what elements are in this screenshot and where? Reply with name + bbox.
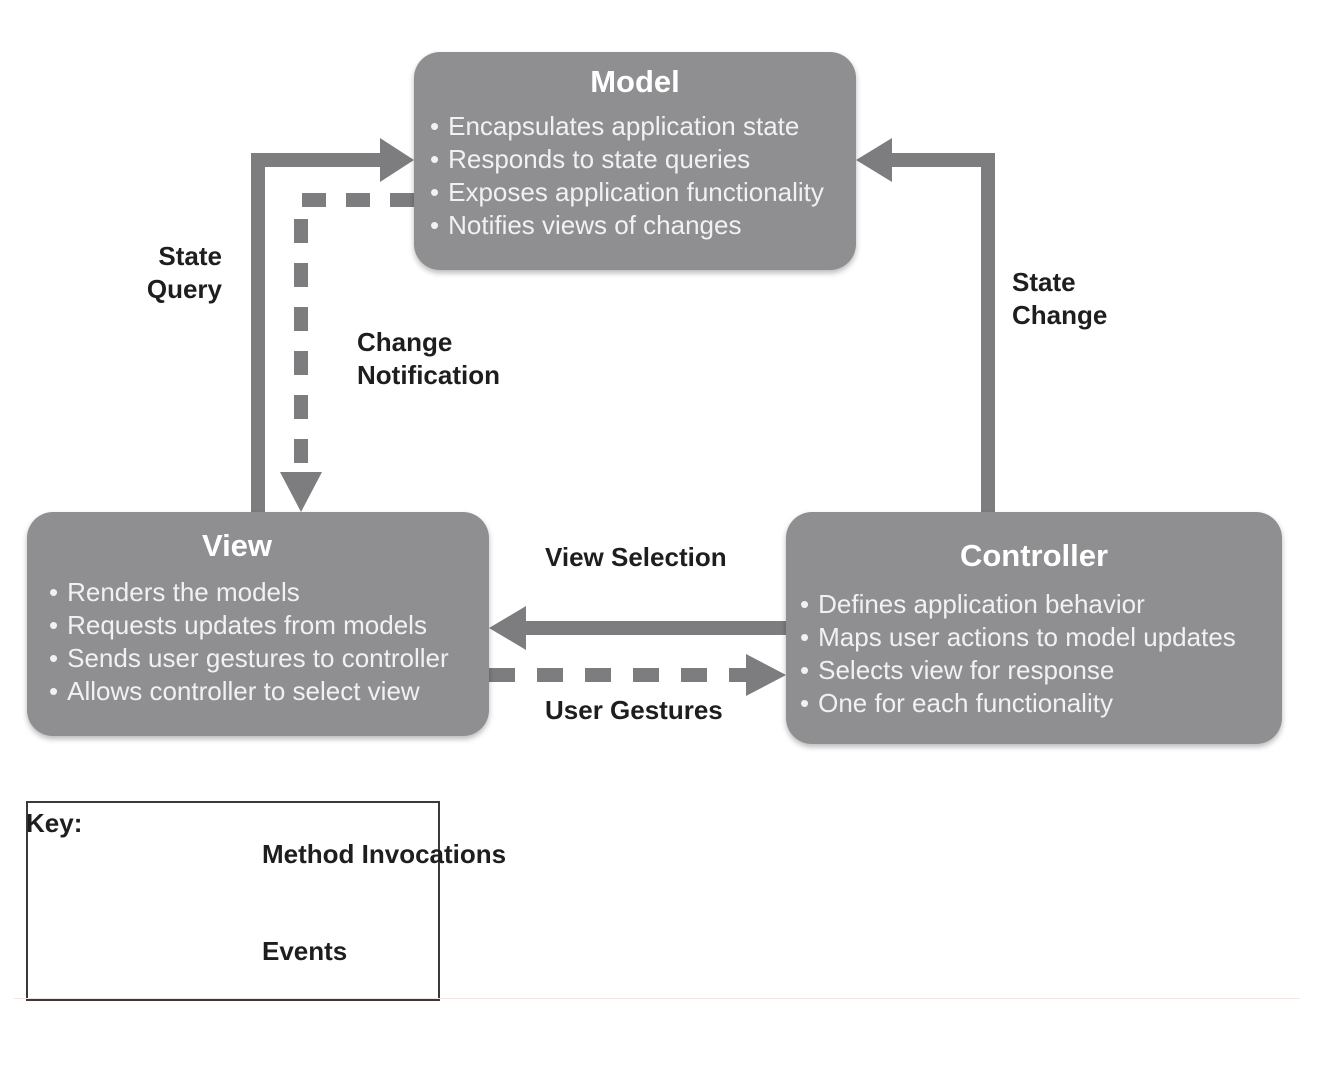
divider [14,998,1300,999]
model-item: Notifies views of changes [430,209,824,242]
controller-item: One for each functionality [800,687,1236,720]
state-change-arrow [856,138,995,512]
controller-item: Maps user actions to model updates [800,621,1236,654]
view-item: Requests updates from models [49,609,449,642]
legend-title: Key: [26,808,83,838]
controller-title: Controller [959,538,1109,573]
view-responsibilities: Renders the models Requests updates from… [49,576,449,708]
controller-item: Defines application behavior [800,588,1236,621]
view-item: Renders the models [49,576,449,609]
view-selection-label: View Selection [545,542,727,572]
legend-box [26,801,440,1001]
legend-events-label: Events [262,936,348,966]
model-item: Exposes application functionality [430,176,824,209]
view-item: Allows controller to select view [49,675,449,708]
controller-responsibilities: Defines application behavior Maps user a… [800,588,1236,720]
view-title: View [201,528,273,563]
model-item: Responds to state queries [430,143,824,176]
change-notification-arrow [280,193,414,512]
user-gestures-label: User Gestures [545,695,723,725]
view-item: Sends user gestures to controller [49,642,449,675]
change-notification-label: Change Notification [357,327,500,390]
legend-method-label: Method Invocations [262,839,507,869]
model-responsibilities: Encapsulates application state Responds … [430,110,824,242]
controller-box: Controller Defines application behavior … [786,512,1282,744]
view-box: View Renders the models Requests updates… [27,512,489,736]
state-change-label: State Change [1012,267,1108,330]
model-title: Model [590,64,680,99]
user-gestures-arrow [489,654,786,696]
view-selection-arrow [489,606,786,650]
state-query-arrow [251,138,414,512]
model-item: Encapsulates application state [430,110,824,143]
model-box: Model Encapsulates application state Res… [414,52,856,270]
state-query-label: State Query [146,241,222,304]
controller-item: Selects view for response [800,654,1236,687]
